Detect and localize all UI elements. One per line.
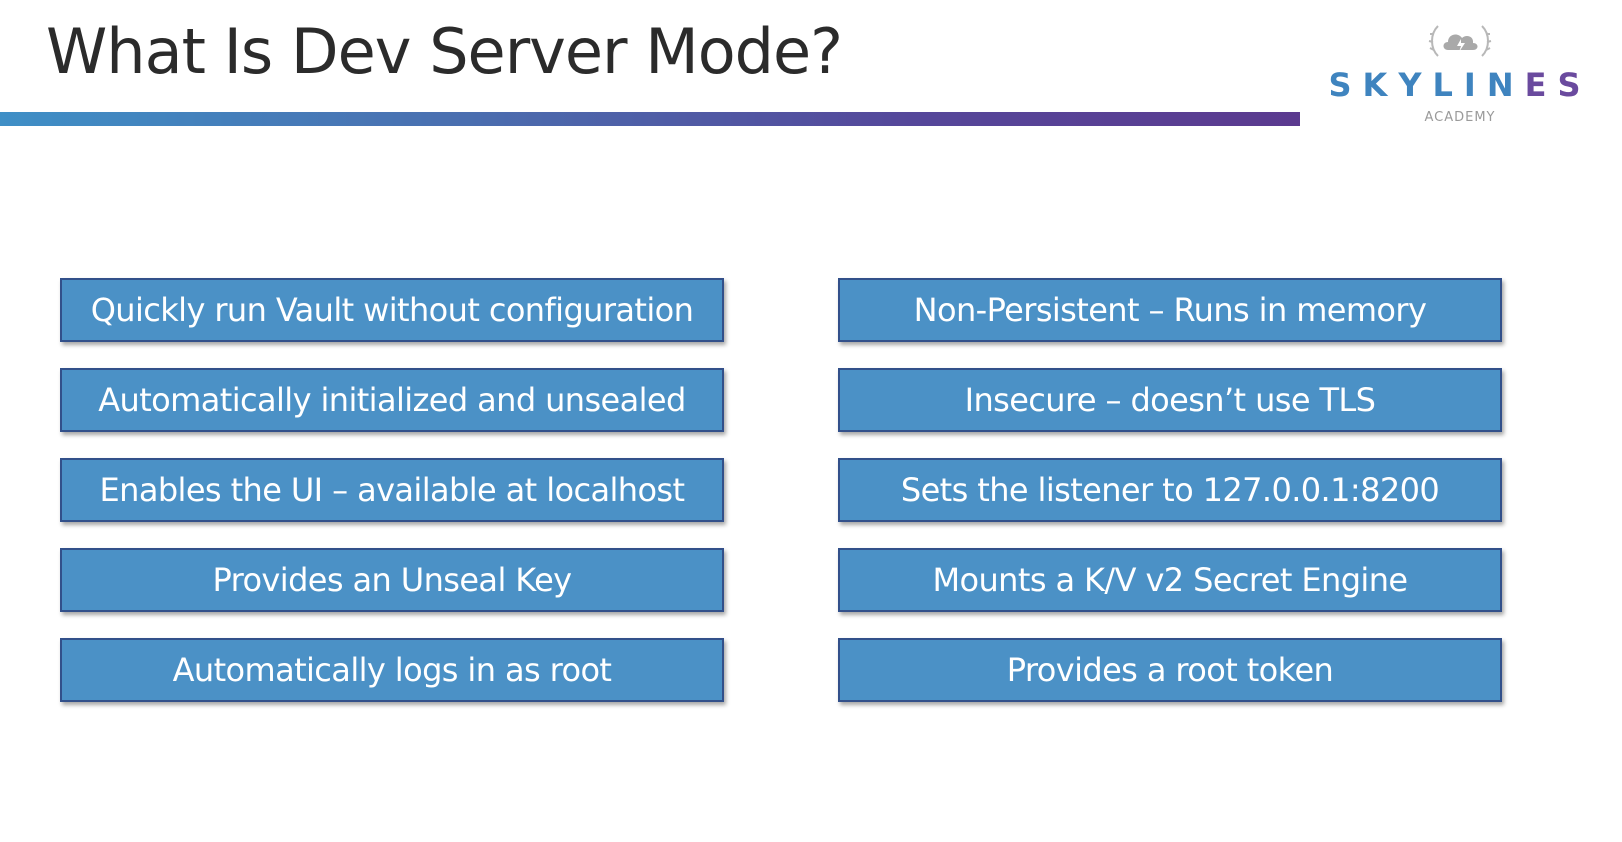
feature-card: Quickly run Vault without configuration	[60, 278, 724, 342]
feature-label: Automatically initialized and unsealed	[98, 381, 686, 419]
feature-card: Insecure – doesn’t use TLS	[838, 368, 1502, 432]
logo-wordmark-tail: ES	[1524, 66, 1592, 104]
feature-label: Non-Persistent – Runs in memory	[913, 291, 1427, 329]
cloud-laurel-icon	[1428, 25, 1492, 57]
logo-wordmark: SKYLINES	[1320, 66, 1600, 104]
feature-label: Quickly run Vault without configuration	[90, 291, 694, 329]
logo-wordmark-main: SKYLIN	[1328, 66, 1525, 104]
feature-card: Sets the listener to 127.0.0.1:8200	[838, 458, 1502, 522]
feature-card: Provides an Unseal Key	[60, 548, 724, 612]
right-feature-column: Non-Persistent – Runs in memory Insecure…	[838, 278, 1502, 728]
feature-label: Insecure – doesn’t use TLS	[964, 381, 1376, 419]
title-underline	[0, 112, 1300, 126]
feature-label: Sets the listener to 127.0.0.1:8200	[900, 471, 1440, 509]
feature-label: Provides a root token	[1006, 651, 1334, 689]
feature-card: Non-Persistent – Runs in memory	[838, 278, 1502, 342]
logo-subtitle: ACADEMY	[1424, 110, 1496, 125]
feature-card: Provides a root token	[838, 638, 1502, 702]
slide-title: What Is Dev Server Mode?	[46, 15, 843, 88]
feature-label: Automatically logs in as root	[172, 651, 612, 689]
feature-card: Mounts a K/V v2 Secret Engine	[838, 548, 1502, 612]
feature-card: Enables the UI – available at localhost	[60, 458, 724, 522]
feature-label: Enables the UI – available at localhost	[99, 471, 686, 509]
feature-label: Provides an Unseal Key	[212, 561, 572, 599]
feature-label: Mounts a K/V v2 Secret Engine	[932, 561, 1409, 599]
skylines-academy-logo: SKYLINES ACADEMY	[1320, 22, 1600, 132]
feature-card: Automatically initialized and unsealed	[60, 368, 724, 432]
feature-card: Automatically logs in as root	[60, 638, 724, 702]
left-feature-column: Quickly run Vault without configuration …	[60, 278, 724, 728]
